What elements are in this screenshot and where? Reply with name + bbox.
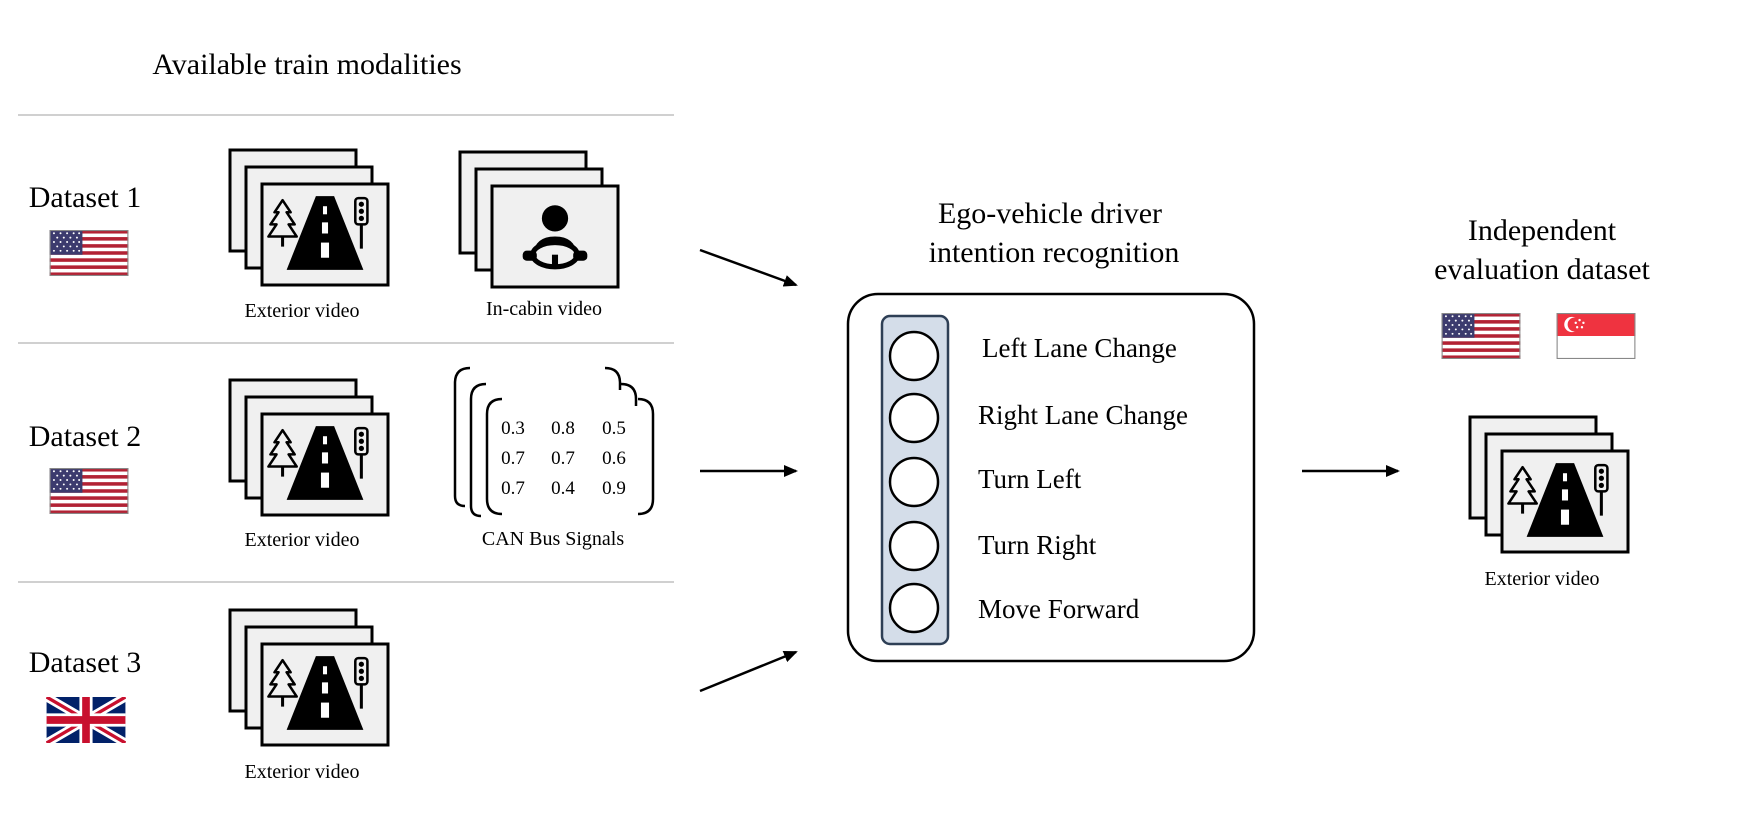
can-value: 0.7 [501,448,525,469]
dataset-3-label: Dataset 3 [29,646,141,679]
output-neuron [888,330,940,382]
can-value: 0.3 [501,418,525,439]
arrow-dataset-1 [699,248,798,287]
model-title-line1: Ego-vehicle driver [938,197,1162,230]
output-classes: Left Lane Change Right Lane Change Turn … [888,330,1188,634]
class-label: Right Lane Change [978,400,1188,430]
exterior-video-stack [1468,415,1630,554]
can-value: 0.9 [602,478,626,499]
class-label: Turn Right [978,530,1097,560]
output-neuron [888,456,940,508]
class-label: Move Forward [978,594,1140,624]
can-bus-signals-stack [453,366,655,518]
dataset-3-row: Dataset 3 Exterior video [29,608,390,783]
output-neuron [888,520,940,572]
exterior-video-stack [228,608,390,747]
in-cabin-video-caption: In-cabin video [486,298,602,320]
exterior-video-stack [228,378,390,517]
can-value: 0.8 [551,418,575,439]
dataset-2-row: Dataset 2 Exterior video 0.3 0.8 0.5 0.7… [29,366,655,551]
usa-flag-icon [1441,313,1521,359]
evaluation-caption: Exterior video [1485,568,1600,590]
usa-flag-icon [49,468,129,514]
dataset-1-row: Dataset 1 Exterior video In-cabin video [29,148,620,322]
arrow-dataset-3 [699,650,798,693]
can-value: 0.7 [551,448,575,469]
output-neuron [888,392,940,444]
train-panel-title: Available train modalities [152,48,461,81]
model-box [846,292,1256,663]
evaluation-title-line1: Independent [1468,214,1617,247]
class-label: Turn Left [978,464,1082,494]
can-value: 0.6 [602,448,626,469]
can-bus-values: 0.3 0.8 0.5 0.7 0.7 0.6 0.7 0.4 0.9 [501,418,626,499]
model-title-line2: intention recognition [929,236,1180,269]
class-label: Left Lane Change [982,333,1177,363]
uk-flag-icon [47,697,126,743]
exterior-video-caption: Exterior video [245,300,360,322]
singapore-flag-icon [1556,313,1636,359]
output-neuron [888,582,940,634]
dataset-2-label: Dataset 2 [29,420,141,453]
can-value: 0.4 [551,478,575,499]
in-cabin-video-stack [458,150,620,289]
evaluation-title-line2: evaluation dataset [1434,253,1650,286]
can-value: 0.5 [602,418,626,439]
can-value: 0.7 [501,478,525,499]
exterior-video-stack [228,148,390,287]
usa-flag-icon [49,230,129,276]
exterior-video-caption: Exterior video [245,761,360,783]
can-bus-caption: CAN Bus Signals [482,528,624,550]
dataset-1-label: Dataset 1 [29,181,141,214]
exterior-video-caption: Exterior video [245,529,360,551]
